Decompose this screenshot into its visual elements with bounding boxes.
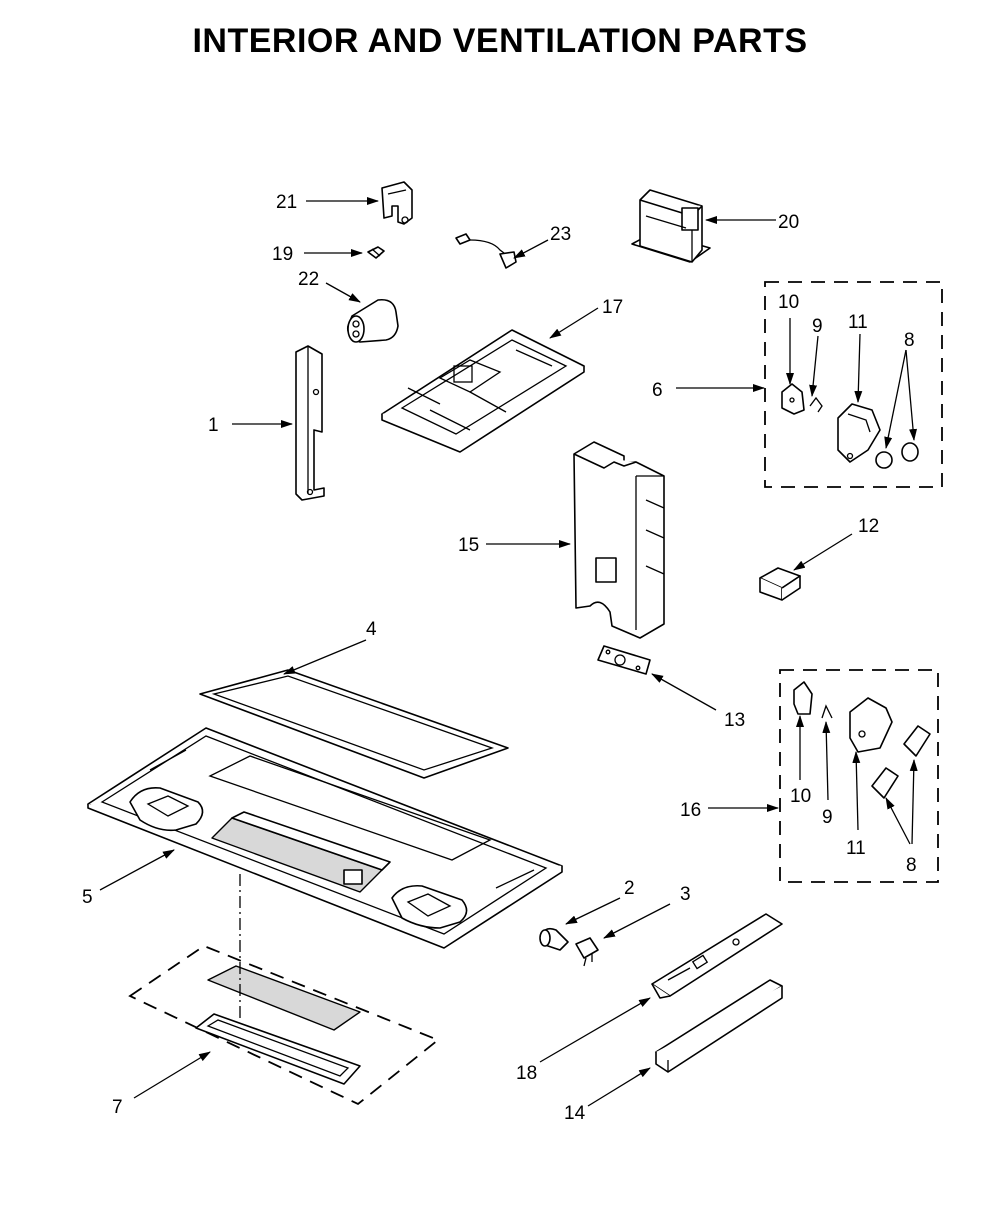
callout-arrows: [99, 197, 918, 1107]
callout-4: 4: [366, 619, 377, 640]
callout-18: 18: [516, 1063, 537, 1084]
part-17-base-plate: [381, 329, 585, 453]
callout-20: 20: [778, 212, 799, 233]
callout-11-kit16: 11: [846, 838, 866, 859]
part-15-duct: [573, 441, 665, 639]
part-2-bulb: [539, 927, 569, 951]
callout-21: 21: [276, 192, 297, 213]
callout-3: 3: [680, 884, 691, 905]
callout-7: 7: [112, 1097, 123, 1118]
callout-22: 22: [298, 269, 319, 290]
kit-16-switch-kit: [779, 669, 939, 883]
part-21-bracket: [381, 181, 413, 225]
part-1-bracket: [295, 345, 325, 501]
page-title: INTERIOR AND VENTILATION PARTS: [192, 22, 808, 60]
part-7-lens-assembly: [128, 874, 440, 1106]
callout-1: 1: [208, 415, 219, 436]
part-23-connector: [455, 233, 517, 269]
part-4-filter: [199, 669, 509, 779]
callout-11-kit6: 11: [848, 312, 868, 333]
callout-10-kit16: 10: [790, 786, 811, 807]
part-13-plate: [597, 645, 651, 675]
part-12-block: [759, 567, 801, 601]
part-5-bottom-plate: [87, 727, 563, 949]
part-14-trim-bar: [655, 979, 783, 1073]
part-3-socket: [575, 937, 599, 967]
callout-19: 19: [272, 244, 293, 265]
callout-6: 6: [652, 380, 663, 401]
callout-labels: 21 19 22 23 20 17 1 6 10 9 11 8 15 12 4 …: [82, 192, 917, 1124]
callout-8-kit16: 8: [906, 855, 917, 876]
part-20-transformer: [631, 189, 711, 263]
callout-5: 5: [82, 887, 93, 908]
kit-6-switch-kit: [764, 281, 943, 488]
callout-2: 2: [624, 878, 635, 899]
callout-17: 17: [602, 297, 623, 318]
callout-12: 12: [858, 516, 879, 537]
callout-16: 16: [680, 800, 701, 821]
part-19-clip: [367, 246, 385, 259]
part-22-capacitor: [346, 298, 399, 343]
callout-8-kit6: 8: [904, 330, 915, 351]
callout-14: 14: [564, 1103, 586, 1124]
callout-9-kit6: 9: [812, 316, 823, 337]
callout-23: 23: [550, 224, 571, 245]
callout-13: 13: [724, 710, 745, 731]
callout-9-kit16: 9: [822, 807, 833, 828]
part-18-control-panel: [651, 913, 783, 999]
callout-10-kit6: 10: [778, 292, 799, 313]
callout-15: 15: [458, 535, 479, 556]
